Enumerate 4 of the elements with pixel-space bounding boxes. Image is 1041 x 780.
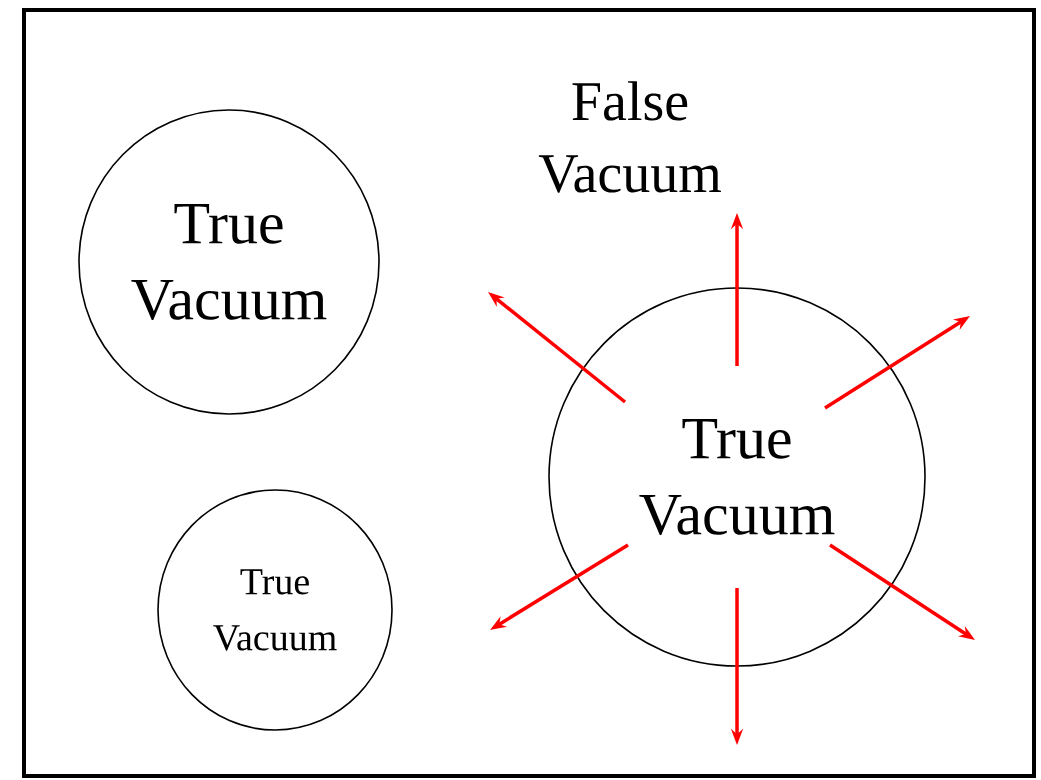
- label-text: False Vacuum: [538, 81, 721, 193]
- bubble: True Vacuum: [78, 109, 380, 415]
- bubble: True Vacuum: [157, 489, 393, 731]
- bubble: True Vacuum: [548, 287, 926, 667]
